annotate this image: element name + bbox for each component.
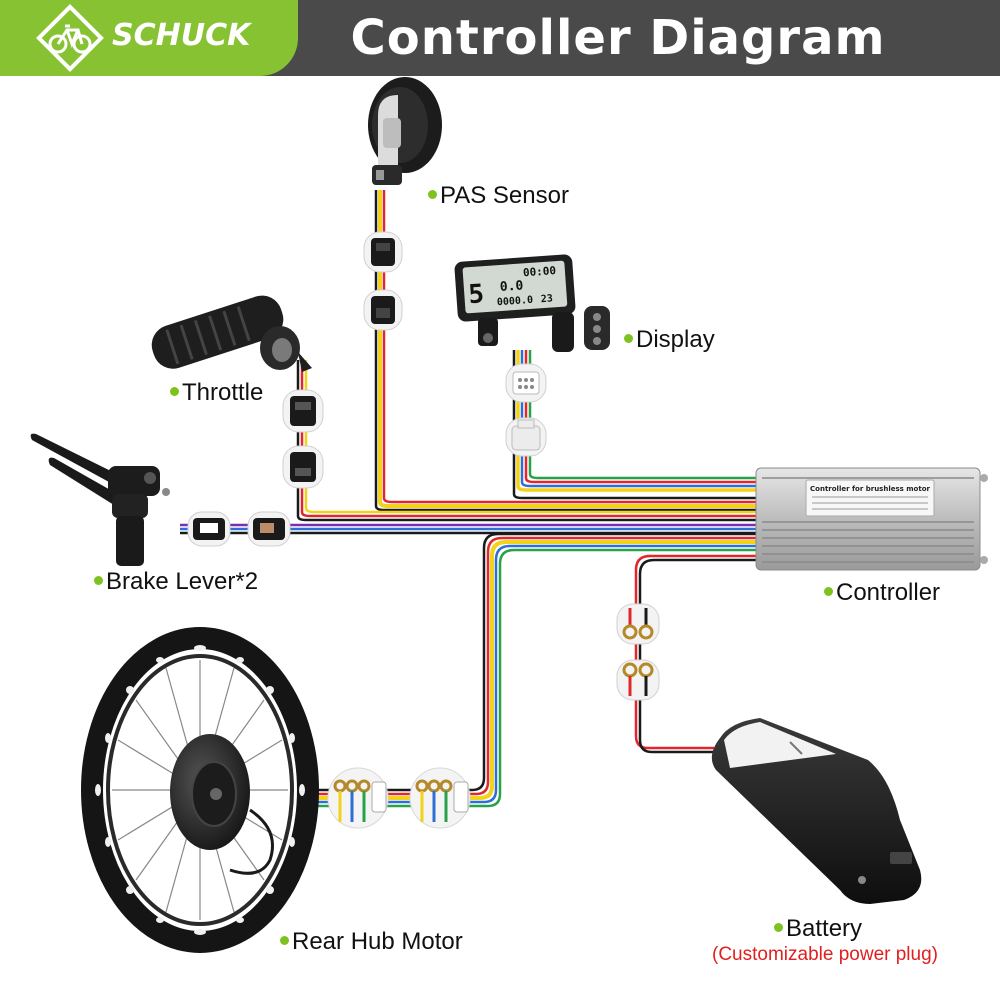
display-odometer: 0000.0	[497, 295, 534, 308]
throttle-connector-bottom	[282, 445, 324, 489]
label-dot	[280, 936, 289, 946]
label-dot	[624, 334, 633, 344]
motor-connector-left	[327, 767, 389, 829]
label-battery: Battery	[774, 915, 862, 943]
label-dot	[94, 576, 103, 586]
label-throttle: Throttle	[170, 379, 263, 407]
pas-connector-bottom	[363, 289, 403, 331]
label-brake-lever: Brake Lever*2	[94, 568, 258, 596]
pas-sensor-image	[368, 77, 442, 185]
brake-lever-image	[30, 433, 170, 566]
battery-connector-top	[616, 603, 660, 645]
battery-connector-bottom	[616, 659, 660, 701]
label-dot	[824, 587, 833, 597]
label-controller: Controller	[824, 579, 940, 607]
rear-wheel-image	[81, 627, 319, 953]
throttle-image	[151, 295, 312, 372]
throttle-cable	[296, 360, 760, 522]
display-connector-top	[505, 363, 547, 403]
label-pas-sensor: PAS Sensor	[428, 182, 569, 210]
battery-cable	[634, 554, 762, 754]
motor-connector-right	[409, 767, 471, 829]
display-screen: 5 00:00 0.0 0000.0 23	[467, 264, 557, 310]
label-rear-hub-motor: Rear Hub Motor	[280, 928, 463, 956]
brake-connector-right	[247, 511, 291, 547]
display-speed: 0.0	[499, 278, 524, 295]
battery-image	[711, 718, 922, 904]
label-dot	[774, 923, 783, 933]
battery-note: (Customizable power plug)	[712, 944, 938, 965]
display-time: 00:00	[523, 264, 557, 279]
display-connector-bottom	[505, 417, 547, 457]
label-display: Display	[624, 326, 715, 354]
bicycle-logo-icon	[36, 4, 104, 72]
brake-connector-left	[187, 511, 231, 547]
brand-tab: SCHUCK	[0, 0, 298, 76]
label-dot	[170, 387, 179, 397]
brand-name: SCHUCK	[112, 18, 251, 53]
label-dot	[428, 190, 437, 200]
controller-plate-title: Controller for brushless motor	[810, 485, 930, 493]
controller-image	[755, 467, 988, 571]
display-temp: 23	[540, 293, 553, 305]
display-digit: 5	[467, 279, 485, 310]
display-cable	[512, 350, 760, 500]
pas-cable	[374, 190, 760, 512]
motor-cable	[300, 532, 760, 808]
pas-connector-top	[363, 231, 403, 273]
display-image	[454, 254, 610, 352]
throttle-connector-top	[282, 389, 324, 433]
page-title: Controller Diagram	[350, 10, 886, 66]
